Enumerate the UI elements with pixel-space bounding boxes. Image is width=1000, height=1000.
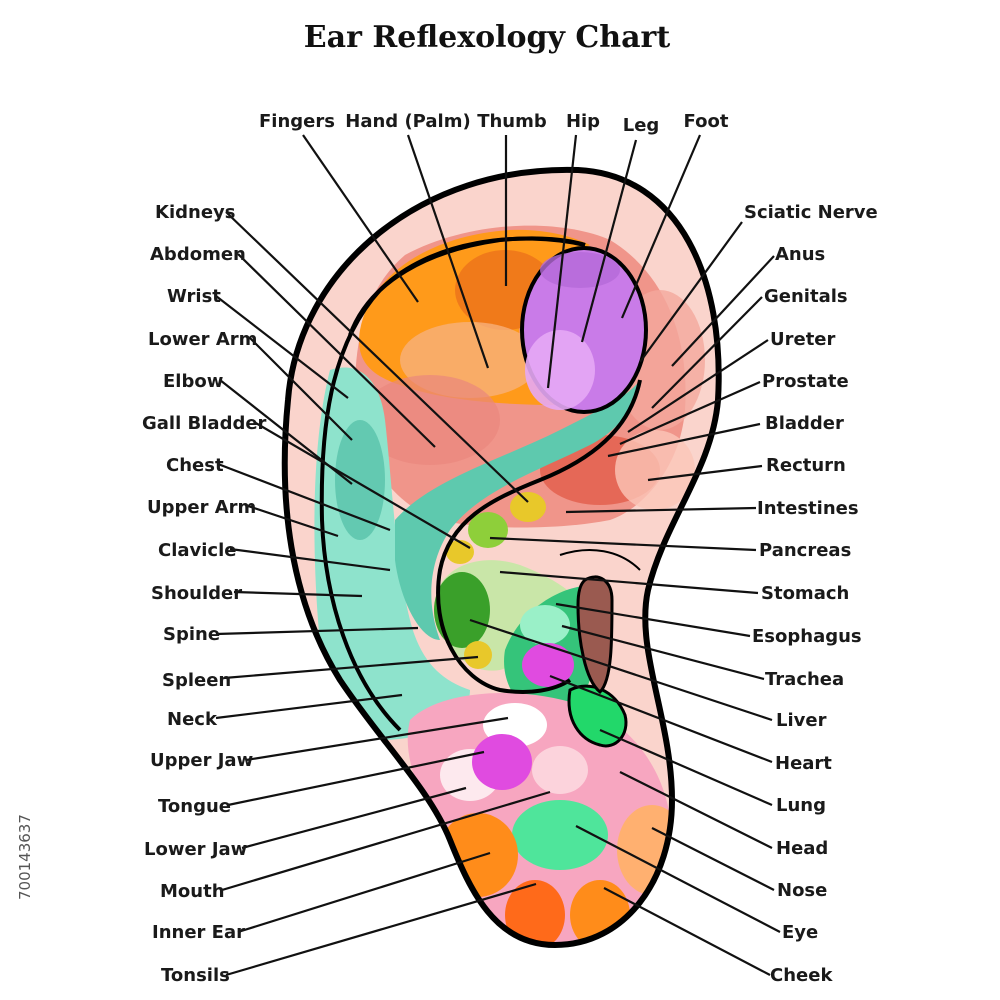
label-recturn: Recturn — [766, 455, 846, 476]
label-tonsils: Tonsils — [161, 965, 230, 986]
label-leg: Leg — [623, 115, 660, 136]
label-mouth: Mouth — [160, 881, 225, 902]
label-tongue: Tongue — [158, 796, 231, 817]
yellow-spot-1 — [510, 492, 546, 522]
label-fingers: Fingers — [259, 111, 335, 132]
lobe-magenta — [472, 734, 532, 790]
label-pancreas: Pancreas — [759, 540, 851, 561]
label-cheek: Cheek — [770, 965, 833, 986]
label-kidneys: Kidneys — [155, 202, 235, 223]
label-eye: Eye — [782, 922, 818, 943]
label-bladder: Bladder — [765, 413, 844, 434]
leader-tonsils — [226, 884, 536, 975]
label-inner-ear: Inner Ear — [152, 922, 245, 943]
label-gall-bladder: Gall Bladder — [142, 413, 267, 434]
hip-top — [540, 252, 620, 288]
label-neck: Neck — [167, 709, 218, 730]
right-labels: Sciatic Nerve Anus Genitals Ureter Prost… — [744, 202, 878, 986]
label-wrist: Wrist — [167, 286, 221, 307]
label-esophagus: Esophagus — [752, 626, 862, 647]
label-anus: Anus — [775, 244, 825, 265]
label-hip: Hip — [566, 111, 600, 132]
hip-shade — [525, 330, 595, 410]
label-spine: Spine — [163, 624, 220, 645]
label-prostate: Prostate — [762, 371, 849, 392]
label-thumb: Thumb — [477, 111, 547, 132]
leader-nose — [652, 828, 774, 890]
label-elbow: Elbow — [163, 371, 223, 392]
label-genitals: Genitals — [764, 286, 848, 307]
label-hand-palm: Hand (Palm) — [345, 111, 470, 132]
label-lower-arm: Lower Arm — [148, 329, 257, 350]
yellow-spot-3 — [464, 641, 492, 669]
leader-lower-jaw — [242, 788, 466, 848]
label-shoulder: Shoulder — [151, 583, 242, 604]
label-lung: Lung — [776, 795, 826, 816]
green-spot-2 — [468, 512, 508, 548]
label-upper-jaw: Upper Jaw — [150, 750, 253, 771]
lobe-orange-1 — [438, 813, 518, 897]
label-sciatic-nerve: Sciatic Nerve — [744, 202, 878, 223]
leader-inner-ear — [238, 853, 490, 932]
label-clavicle: Clavicle — [158, 540, 236, 561]
label-trachea: Trachea — [765, 669, 844, 690]
ear-shape — [285, 170, 719, 950]
label-heart: Heart — [775, 753, 832, 774]
label-spleen: Spleen — [162, 670, 231, 691]
label-upper-arm: Upper Arm — [147, 497, 256, 518]
label-lower-jaw: Lower Jaw — [144, 839, 247, 860]
teal-shade — [335, 420, 385, 540]
label-intestines: Intestines — [757, 498, 859, 519]
label-foot: Foot — [684, 111, 729, 132]
label-liver: Liver — [776, 710, 827, 731]
label-head: Head — [776, 838, 828, 859]
top-labels: Fingers Hand (Palm) Thumb Hip Leg Foot — [259, 111, 729, 136]
lobe-pale — [532, 746, 588, 794]
leader-cheek — [604, 888, 770, 975]
label-nose: Nose — [777, 880, 827, 901]
stock-id-watermark: 700143637 — [16, 814, 34, 900]
label-abdomen: Abdomen — [150, 244, 246, 265]
label-ureter: Ureter — [770, 329, 836, 350]
label-stomach: Stomach — [761, 583, 849, 604]
label-chest: Chest — [166, 455, 224, 476]
chart-title: Ear Reflexology Chart — [304, 20, 671, 55]
green-spot — [434, 572, 490, 648]
